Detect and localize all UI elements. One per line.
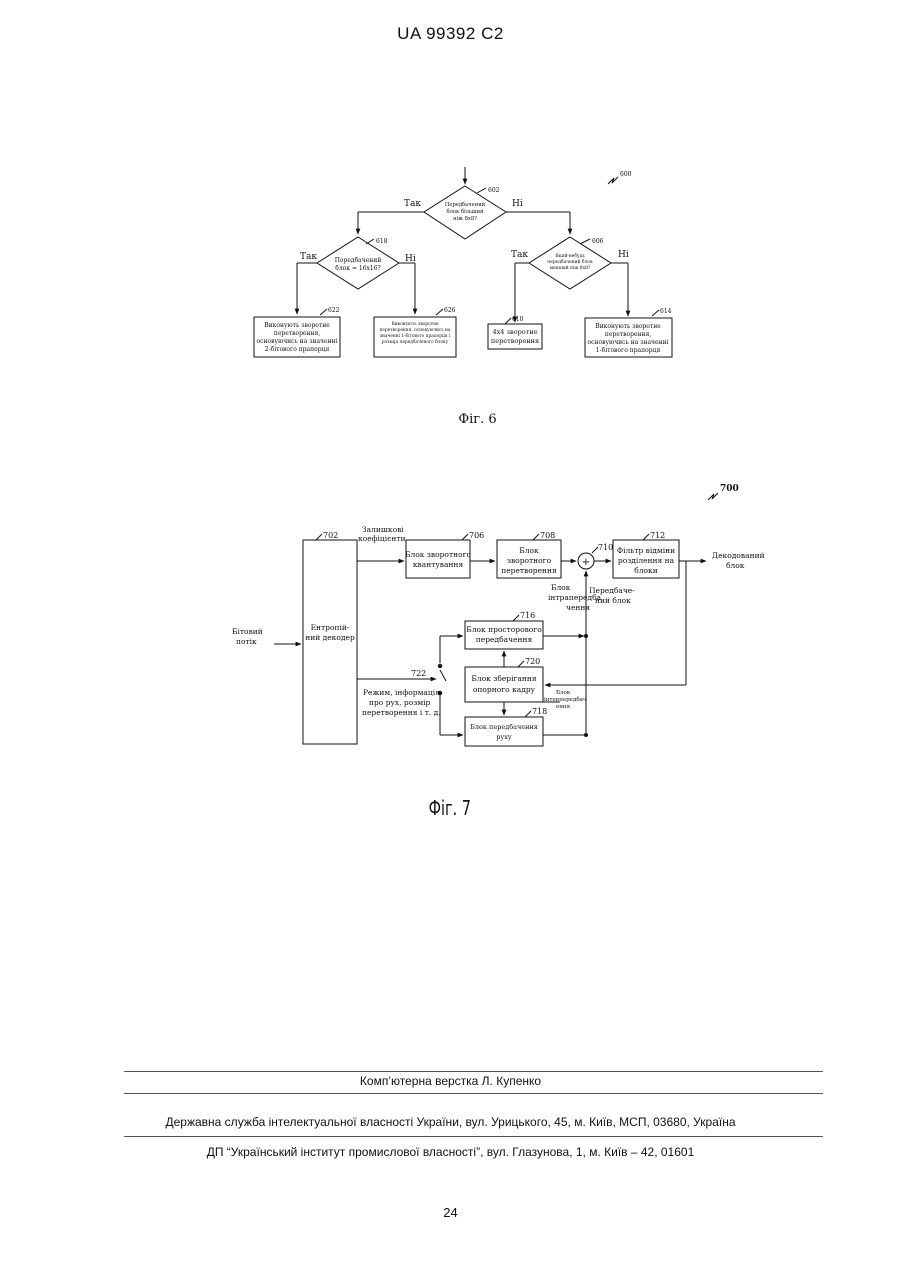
- ref-720: 720: [525, 657, 540, 666]
- inter-line3: ення: [556, 704, 571, 710]
- box-702: [303, 540, 357, 744]
- ref-618: 618: [376, 238, 388, 245]
- summer-sign: +: [582, 557, 590, 568]
- decoded-line2: блок: [726, 561, 745, 570]
- label-yes-618: Так: [300, 252, 317, 262]
- d618-line1: Передбачений: [335, 257, 382, 264]
- footer-rule-2: [124, 1093, 823, 1094]
- inter-line1: Блок: [556, 690, 571, 696]
- b720-line2: опорного кадру: [473, 685, 536, 694]
- b718-line2: руху: [496, 733, 512, 741]
- flowchart-fig6: 600 602 618 606 622 626 610 614 Так Ні Т…: [0, 160, 901, 375]
- ref-712: 712: [650, 531, 665, 540]
- mode-line3: перетворення і т. д.: [362, 708, 441, 717]
- b626-line2: перетворення, основуючись на: [380, 328, 451, 333]
- b708-line3: перетворення: [501, 566, 557, 575]
- ref-610: 610: [512, 316, 524, 323]
- ref-708: 708: [540, 531, 555, 540]
- label-no-602: Ні: [512, 199, 523, 209]
- ref-626: 626: [444, 307, 456, 314]
- ref-716: 716: [520, 611, 535, 620]
- b622-line2: перетворення,: [274, 330, 320, 337]
- b716-line2: передбачення: [476, 635, 533, 644]
- ref-602: 602: [488, 187, 500, 194]
- b706-line2: квантування: [413, 560, 464, 569]
- b622-line3: основуючись на значенні: [257, 338, 338, 345]
- box-718: [465, 717, 543, 746]
- inter-line2: інтерпередбач: [544, 696, 587, 703]
- d606-line2: передбачений блок: [547, 260, 593, 265]
- b614-line2: перетворення,: [605, 331, 651, 338]
- bitstream-line2: потік: [236, 637, 257, 646]
- d606-line1: Який-небудь: [555, 254, 585, 259]
- d602-line3: ніж 8х8?: [453, 216, 477, 222]
- d602-line1: Передбачений: [445, 201, 486, 208]
- b712-line3: блоки: [634, 566, 657, 575]
- ref-718: 718: [532, 707, 547, 716]
- b626-line4: розмірі передбаченого блоку: [382, 340, 449, 345]
- b614-line1: Виконують зворотне: [595, 323, 661, 330]
- b702-line1: Ентропій-: [311, 623, 350, 632]
- b708-line1: Блок: [519, 546, 539, 555]
- ref-614: 614: [660, 308, 672, 315]
- ref-702: 702: [323, 531, 338, 540]
- b614-line4: 1-бітового прапорця: [596, 347, 661, 354]
- b718-line1: Блок передбачення: [470, 723, 538, 731]
- ref-706: 706: [469, 531, 484, 540]
- b702-line2: ний декодер: [305, 633, 355, 642]
- label-yes-606: Так: [511, 250, 528, 260]
- residual-line1: Залишкові: [362, 525, 404, 534]
- b626-line3: значенні 1-бітового прапорця і: [380, 334, 451, 339]
- box-706: [406, 540, 470, 578]
- d606-line3: менший ніж 8х8?: [550, 266, 591, 271]
- ref-700: 700: [720, 484, 739, 494]
- label-no-618: Ні: [405, 254, 416, 264]
- ref-622: 622: [328, 307, 340, 314]
- fig7-caption: Фіг. 7: [125, 796, 774, 820]
- b706-line1: Блок зворотного: [405, 550, 472, 559]
- d618-line2: блок = 16х16?: [335, 265, 381, 272]
- mode-line1: Режим, інформація: [363, 688, 440, 697]
- b708-line2: зворотного: [507, 556, 552, 565]
- b712-line1: Фільтр відміни: [617, 546, 675, 555]
- footer-institute: ДП “Український інститут промислової вла…: [0, 1145, 901, 1159]
- footer-layout-credit: Комп’ютерна верстка Л. Купенко: [0, 1074, 901, 1088]
- footer-rule-3: [124, 1136, 823, 1137]
- decoded-line1: Декодований: [712, 551, 765, 560]
- b622-line1: Виконують зворотне: [264, 322, 330, 329]
- b712-line2: розділення на: [618, 556, 675, 565]
- ref-710: 710: [598, 543, 613, 552]
- block-diagram-fig7: 700 + 702 706 708 710 712 716 720 718 72…: [0, 478, 901, 750]
- ref-600: 600: [620, 171, 632, 178]
- footer-rule-1: [124, 1071, 823, 1072]
- pred-line2: ний блок: [595, 596, 631, 605]
- b610-line1: 4х4 зворотне: [493, 328, 538, 336]
- b720-line1: Блок зберігання: [471, 674, 537, 683]
- label-no-606: Ні: [618, 250, 629, 260]
- intra-line3: чення: [566, 603, 590, 612]
- intra-line1: Блок: [551, 583, 571, 592]
- b622-line4: 2-бітового прапорця: [265, 346, 330, 353]
- fig6-caption: Фіг. 6: [0, 412, 901, 427]
- b626-line1: Виконують зворотне: [392, 322, 439, 327]
- mode-line2: про рух, розмір: [369, 698, 431, 707]
- label-yes-602: Так: [404, 199, 421, 209]
- pred-line1: Передбаче-: [589, 586, 635, 595]
- b614-line3: основуючись на значенні: [588, 339, 669, 346]
- ref-606: 606: [592, 238, 604, 245]
- b610-line2: перетворення: [491, 337, 539, 345]
- footer-agency: Державна служба інтелектуальної власност…: [0, 1115, 901, 1129]
- d602-line2: блок більший: [446, 208, 484, 215]
- bitstream-line1: Бітовий: [232, 627, 263, 636]
- ref-722: 722: [411, 669, 426, 678]
- patent-code: UA 99392 C2: [0, 24, 901, 44]
- b716-line1: Блок просторового: [466, 625, 542, 634]
- residual-line2: коефіцієнти: [358, 534, 405, 543]
- page-number: 24: [0, 1205, 901, 1220]
